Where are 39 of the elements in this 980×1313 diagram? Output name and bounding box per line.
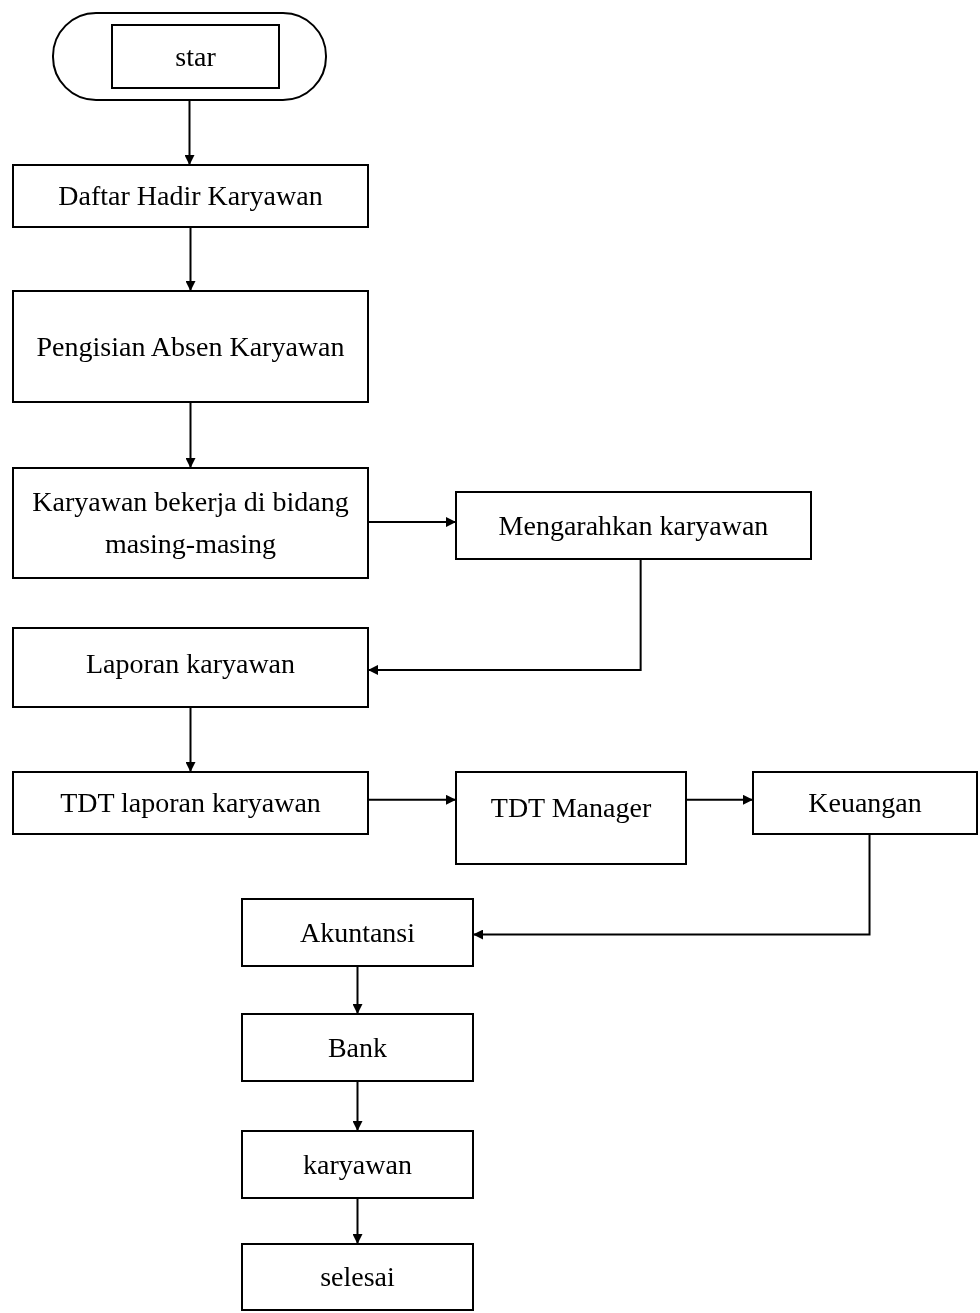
process-box (12, 467, 369, 579)
box-text: Mengarahkan karyawan (498, 508, 769, 543)
box-text: TDT laporan karyawan (60, 786, 321, 820)
box-text: karyawan (303, 1147, 412, 1182)
process-box (241, 898, 474, 967)
terminator-shape (52, 12, 327, 101)
process-box (12, 771, 369, 835)
process-box (241, 1243, 474, 1311)
arrow (352, 1081, 363, 1131)
box-text: TDT Manager (490, 791, 652, 825)
arrow (185, 227, 196, 291)
box-text: selesai (320, 1260, 395, 1294)
process-box (12, 627, 369, 708)
box-text: Keuangan (808, 786, 922, 820)
box-text: Bank (327, 1030, 388, 1065)
box-text: Laporan karyawan (85, 647, 296, 681)
process-box (455, 491, 812, 560)
process-box (12, 164, 369, 228)
process-box (241, 1130, 474, 1199)
box-text: Akuntansi (299, 915, 416, 950)
process-box (111, 24, 280, 89)
arrow (368, 559, 642, 675)
box-text: Pengisian Absen Karyawan (36, 329, 345, 364)
arrow (368, 794, 456, 805)
process-box (455, 771, 687, 865)
process-box (752, 771, 978, 835)
arrow (368, 517, 456, 528)
process-box (12, 290, 369, 403)
box-text: Karyawan bekerja di bidang masing-masing (31, 485, 350, 561)
box-text: Daftar Hadir Karyawan (58, 179, 323, 213)
arrow (185, 707, 196, 772)
arrow (686, 794, 753, 805)
arrow (185, 402, 196, 468)
process-box (241, 1013, 474, 1082)
box-text: star (175, 39, 216, 74)
arrow (184, 100, 195, 165)
arrow (352, 966, 363, 1014)
arrow (473, 834, 871, 940)
arrow (352, 1198, 363, 1244)
